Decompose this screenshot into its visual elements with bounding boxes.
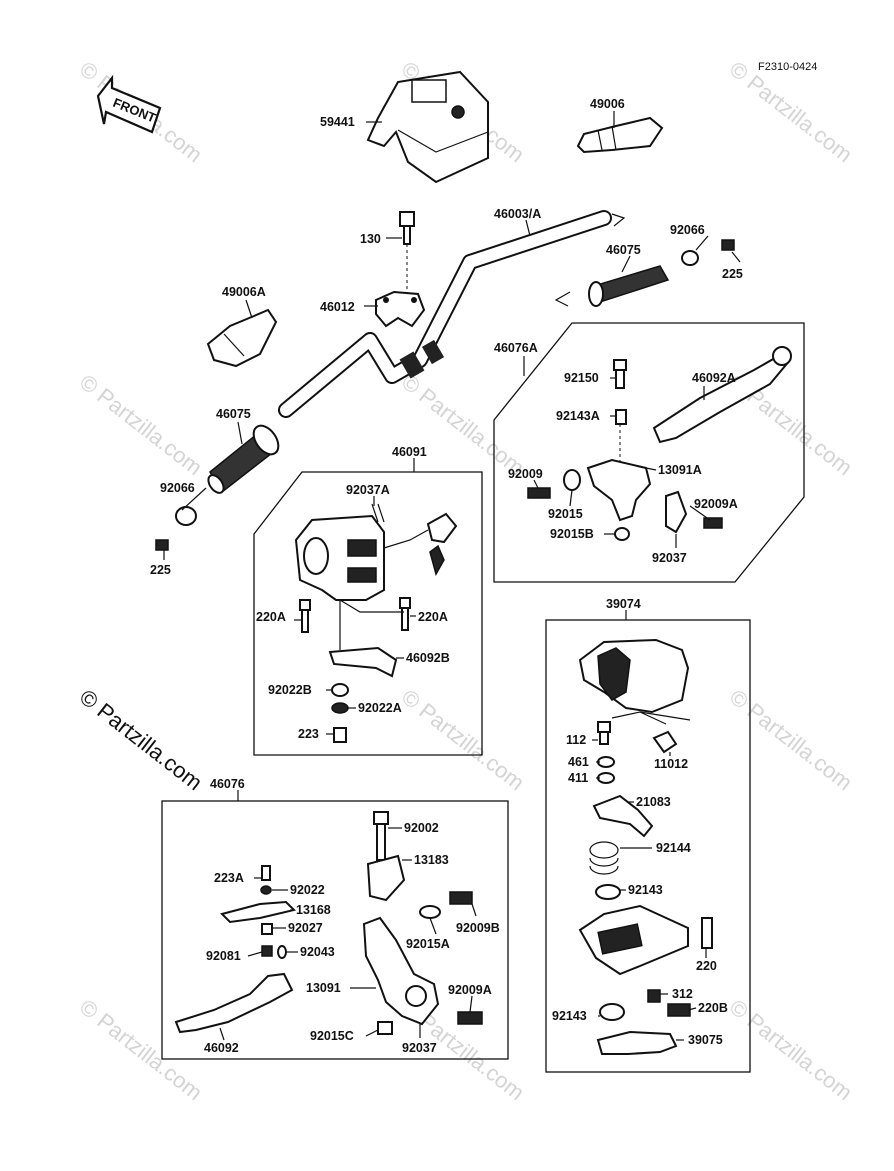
label-225-right: 225 — [722, 267, 743, 281]
label-92015: 92015 — [548, 507, 583, 521]
box-46076A — [493, 322, 805, 583]
leader-lines — [163, 111, 741, 1041]
label-92022: 92022 — [290, 883, 325, 897]
label-49006A: 49006A — [222, 285, 266, 299]
label-11012: 11012 — [654, 757, 688, 771]
label-46076A: 46076A — [494, 341, 538, 355]
cover-49006-part — [576, 116, 664, 154]
label-59441: 59441 — [320, 115, 355, 129]
label-13183: 13183 — [414, 853, 449, 867]
watermark-7: © Partzilla.com — [397, 684, 529, 795]
label-92022A: 92022A — [358, 701, 402, 715]
label-461: 461 — [568, 755, 589, 769]
label-39074: 39074 — [606, 597, 641, 611]
label-223: 223 — [298, 727, 319, 741]
clutch-lever-46076-part — [174, 811, 483, 1035]
label-92143-b: 92143 — [552, 1009, 587, 1023]
section-boxes — [161, 322, 805, 1073]
label-92015C: 92015C — [310, 1029, 354, 1043]
label-223A: 223A — [214, 871, 244, 885]
throttle-case-39074-part — [578, 638, 713, 1055]
front-arrow-icon: FRONT — [96, 74, 162, 134]
label-92009A-right: 92009A — [694, 497, 738, 511]
label-312: 312 — [672, 987, 693, 1001]
label-92022B: 92022B — [268, 683, 312, 697]
label-92037-right: 92037 — [652, 551, 687, 565]
label-92037-bottom: 92037 — [402, 1041, 437, 1055]
watermark-8: © Partzilla.com — [725, 684, 857, 795]
label-46075-right: 46075 — [606, 243, 641, 257]
right-grip-part — [588, 239, 735, 307]
label-220: 220 — [696, 959, 717, 973]
box-39074 — [545, 619, 751, 1073]
label-92027: 92027 — [288, 921, 323, 935]
label-13168: 13168 — [296, 903, 331, 917]
label-411: 411 — [568, 771, 588, 785]
watermark-11: © Partzilla.com — [725, 994, 857, 1105]
watermark-5: © Partzilla.com — [397, 369, 529, 480]
label-92066-right: 92066 — [670, 223, 705, 237]
label-92066-left: 92066 — [160, 481, 195, 495]
label-39075: 39075 — [688, 1033, 723, 1047]
label-13091: 13091 — [306, 981, 341, 995]
label-92143-a: 92143 — [628, 883, 663, 897]
watermarks: © Partzilla.com © Partzilla.com © Partzi… — [75, 56, 857, 1105]
label-46075-left: 46075 — [216, 407, 251, 421]
switch-housing-part — [294, 503, 458, 601]
part-labels: 59441 49006 46003/A 130 92066 46075 225 … — [150, 97, 743, 1055]
label-46092A: 46092A — [692, 371, 736, 385]
label-92009B: 92009B — [456, 921, 500, 935]
label-92002: 92002 — [404, 821, 439, 835]
watermark-dark: © Partzilla.com — [75, 684, 207, 795]
label-46092: 46092 — [204, 1041, 239, 1055]
label-92143A: 92143A — [556, 409, 600, 423]
label-112: 112 — [566, 733, 586, 747]
meter-cover-part — [366, 70, 489, 184]
label-225-left: 225 — [150, 563, 171, 577]
label-92043: 92043 — [300, 945, 335, 959]
label-46092B: 46092B — [406, 651, 450, 665]
label-46091: 46091 — [392, 445, 427, 459]
label-49006: 49006 — [590, 97, 625, 111]
figure-code: F2310-0424 — [758, 61, 817, 73]
watermark-9: © Partzilla.com — [75, 994, 207, 1105]
box-46091 — [253, 471, 483, 756]
label-92015B: 92015B — [550, 527, 594, 541]
box-46076 — [161, 800, 509, 1060]
label-92015A: 92015A — [406, 937, 450, 951]
handlebar-part — [278, 210, 626, 418]
watermark-4: © Partzilla.com — [75, 369, 207, 480]
brake-master-46076A-part — [527, 346, 792, 541]
label-220A-left: 220A — [256, 610, 286, 624]
label-92009: 92009 — [508, 467, 543, 481]
label-130: 130 — [360, 232, 381, 246]
label-92081: 92081 — [206, 949, 241, 963]
label-220B: 220B — [698, 1001, 728, 1015]
label-92144: 92144 — [656, 841, 691, 855]
label-220A-right: 220A — [418, 610, 448, 624]
lever-46092B-part — [328, 646, 398, 743]
clamp-46012-part — [375, 211, 426, 328]
label-46003A: 46003/A — [494, 207, 541, 221]
cover-49006A-part — [206, 308, 278, 368]
label-92037A: 92037A — [346, 483, 390, 497]
label-13091A: 13091A — [658, 463, 702, 477]
label-92009A-bottom: 92009A — [448, 983, 492, 997]
label-46012: 46012 — [320, 300, 355, 314]
label-21083: 21083 — [636, 795, 671, 809]
label-46076: 46076 — [210, 777, 245, 791]
screw-220A-parts — [299, 597, 411, 650]
left-grip-part — [155, 424, 280, 551]
label-92150: 92150 — [564, 371, 599, 385]
